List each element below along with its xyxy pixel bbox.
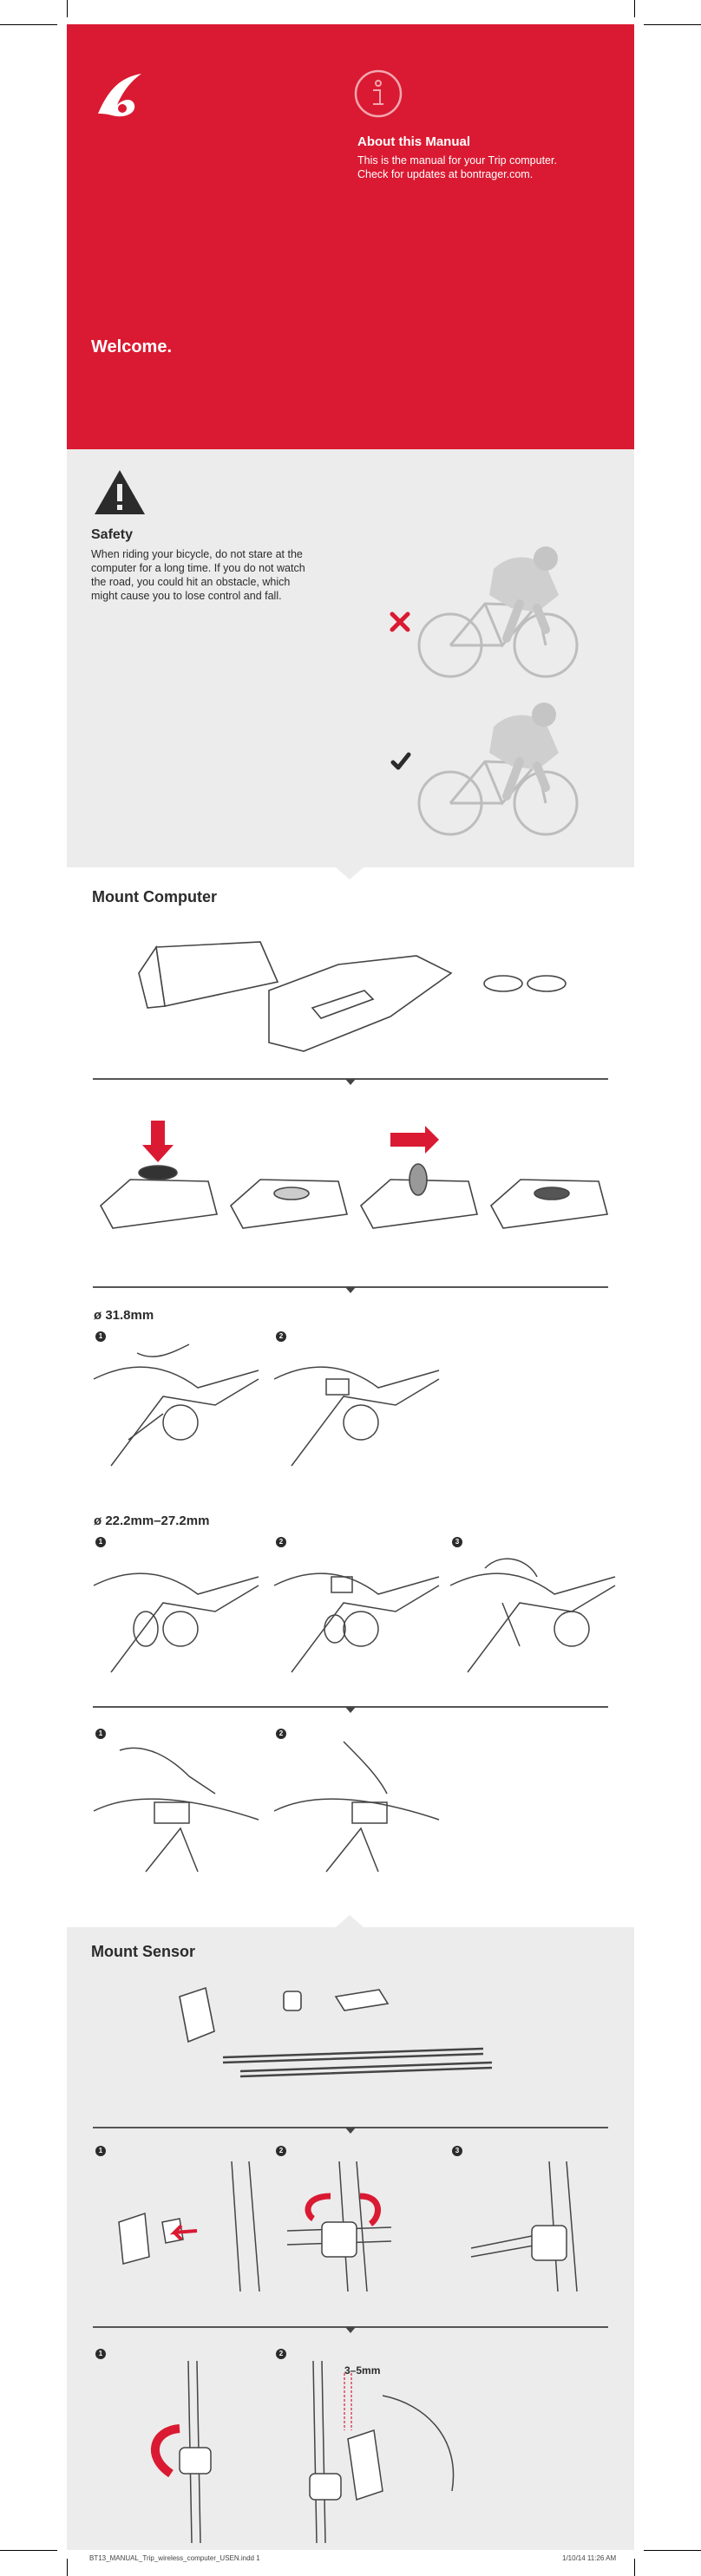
handlebar-mount-illustration <box>93 1572 259 1673</box>
safety-panel: Safety When riding your bicycle, do not … <box>67 449 634 867</box>
crop-mark <box>0 2550 57 2551</box>
divider <box>93 1286 608 1288</box>
step-number: 1 <box>95 1331 106 1342</box>
about-title: About this Manual <box>357 134 470 149</box>
footer-date: 1/10/14 11:26 AM <box>562 2554 617 2562</box>
check-icon <box>390 752 411 770</box>
crop-mark <box>644 2550 701 2551</box>
sensor-step-illustration <box>118 2161 260 2292</box>
sensor-step-illustration <box>286 2161 392 2292</box>
handlebar-mount-illustration <box>273 1572 440 1673</box>
step-number: 2 <box>276 2146 286 2156</box>
warning-icon <box>95 470 145 514</box>
cross-icon <box>390 611 410 632</box>
step-number: 3 <box>452 1537 462 1547</box>
crop-mark <box>0 24 57 25</box>
install-computer-illustration <box>273 1741 440 1873</box>
panel-pointer <box>336 1915 364 1927</box>
divider-arrow <box>345 2327 356 2333</box>
battery-steps-illustration <box>99 1121 609 1229</box>
step-number: 3 <box>452 2146 462 2156</box>
crop-mark <box>634 2559 635 2576</box>
cyclist-illustration <box>417 546 579 678</box>
gap-label: 3–5mm <box>344 2364 381 2377</box>
sensor-step-illustration <box>470 2161 578 2292</box>
install-computer-illustration <box>93 1747 259 1873</box>
crop-mark <box>644 24 701 25</box>
step-number: 1 <box>95 1537 106 1547</box>
about-line-1: This is the manual for your Trip compute… <box>357 154 557 167</box>
step-number: 2 <box>276 2349 286 2359</box>
divider-arrow <box>345 1079 356 1085</box>
size-22-title: ø 22.2mm–27.2mm <box>94 1514 210 1528</box>
footer-file: BT13_MANUAL_Trip_wireless_computer_USEN.… <box>89 2554 260 2562</box>
step-number: 2 <box>276 1537 286 1547</box>
crop-mark <box>67 2559 68 2576</box>
divider <box>93 2326 608 2328</box>
size-31-title: ø 31.8mm <box>94 1308 154 1323</box>
crop-mark <box>634 0 635 17</box>
sensor-step-illustration <box>309 2360 455 2544</box>
step-number: 1 <box>95 1729 106 1739</box>
step-number: 2 <box>276 1729 286 1739</box>
about-line-2: Check for updates at bontrager.com. <box>357 168 534 180</box>
divider <box>93 1078 608 1080</box>
divider <box>93 2127 608 2128</box>
mount-sensor-title: Mount Sensor <box>91 1943 195 1960</box>
step-number: 1 <box>95 2349 106 2359</box>
handlebar-mount-illustration <box>273 1366 440 1467</box>
sensor-panel: Mount Sensor 1 2 3 <box>67 1927 634 2550</box>
divider-arrow <box>345 1707 356 1713</box>
safety-line: the road, you could hit an obstacle, whi… <box>91 576 291 588</box>
panel-pointer <box>336 867 364 879</box>
safety-line: might cause you to lose control and fall… <box>91 590 282 602</box>
safety-title: Safety <box>91 527 134 542</box>
computer-parts-illustration <box>138 941 567 1052</box>
sensor-step-illustration <box>150 2360 212 2544</box>
handlebar-mount-illustration <box>449 1558 616 1673</box>
divider-arrow <box>345 1287 356 1293</box>
safety-line: computer for a long time. If you do not … <box>91 562 305 574</box>
mount-computer-title: Mount Computer <box>92 888 217 906</box>
welcome-title: Welcome. <box>91 337 172 356</box>
safety-line: When riding your bicycle, do not stare a… <box>91 548 303 560</box>
sensor-parts-illustration <box>179 1986 493 2078</box>
crop-mark <box>67 0 68 17</box>
step-number: 1 <box>95 2146 106 2156</box>
cyclist-illustration <box>417 703 579 836</box>
welcome-panel: About this Manual This is the manual for… <box>67 24 634 449</box>
handlebar-mount-illustration <box>93 1344 259 1467</box>
divider <box>93 1706 608 1708</box>
divider-arrow <box>345 2128 356 2134</box>
info-icon <box>354 69 403 118</box>
step-number: 2 <box>276 1331 286 1342</box>
bontrager-logo <box>98 74 141 117</box>
